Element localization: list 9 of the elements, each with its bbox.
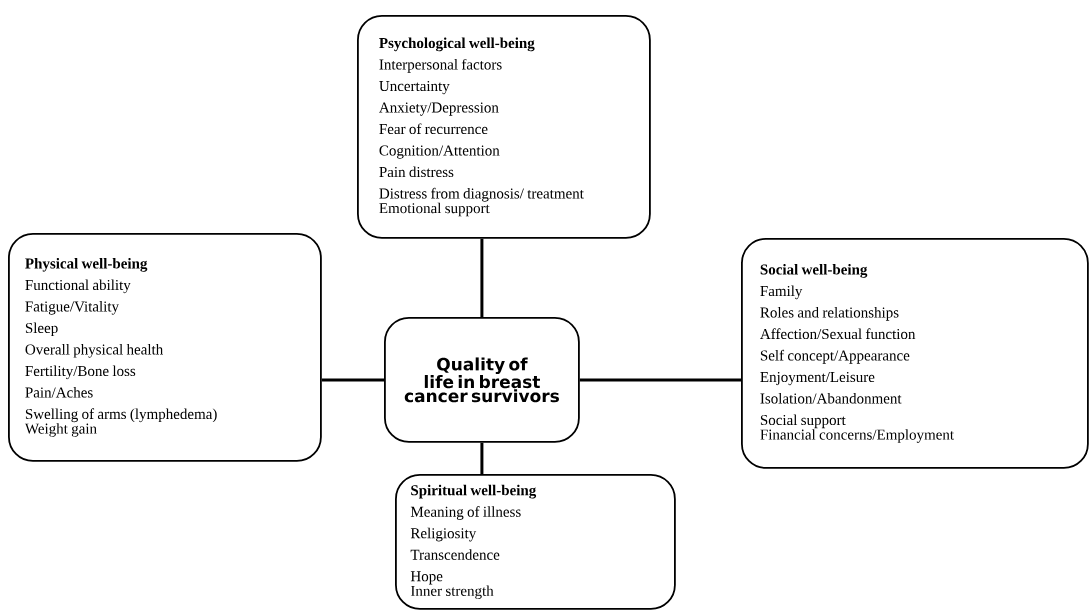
connector-line [480,442,484,474]
connector-line [321,378,384,382]
center-box: Quality of life in breast cancer survivors [384,317,580,443]
connector-line [480,238,484,317]
category-box: Social well-being Family Roles and relationships Affection/Sexual function Self concept/Appearance Enjoyment/Leisure Isolation/Abandonment Social support Financial concerns/Employment [741,238,1089,469]
connector-line [579,378,741,382]
category-box: Spiritual well-being Meaning of illness Religiosity Transcendence Hope Inner strength [395,474,676,610]
category-box: Physical well-being Functional ability Fatigue/Vitality Sleep Overall physical health Fertility/Bone loss Pain/Aches Swelling of arms (lymphedema) Weight gain [8,233,322,462]
category-box: Psychological well-being Interpersonal factors Uncertainty Anxiety/Depression Fear of recurrence Cognition/Attention Pain distress Distress from diagnosis/ treatment Emotional support [357,15,651,239]
